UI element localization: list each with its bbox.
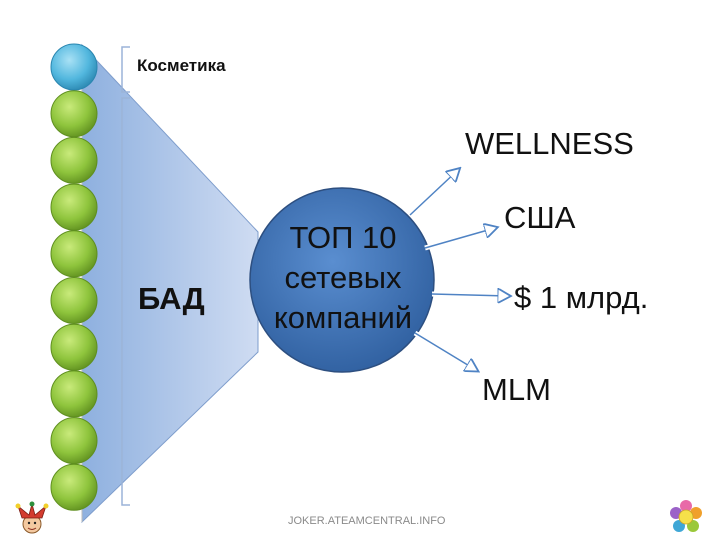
jester-icon bbox=[15, 501, 49, 534]
ball-green bbox=[50, 136, 98, 184]
output-label-usa: США bbox=[504, 200, 576, 235]
center-circle-text: ТОП 10 сетевых компаний bbox=[248, 218, 438, 338]
bracket-bad bbox=[121, 97, 130, 506]
label-bad: БАД bbox=[138, 281, 205, 316]
label-cosmetics: Косметика bbox=[137, 56, 226, 75]
ball-green bbox=[50, 230, 98, 278]
footer-source: JOKER.ATEAMCENTRAL.INFO bbox=[288, 515, 446, 527]
center-line-3: компаний bbox=[273, 300, 413, 335]
ball-green bbox=[50, 323, 98, 371]
output-label-billion: $ 1 млрд. bbox=[514, 280, 649, 315]
output-label-wellness: WELLNESS bbox=[465, 126, 634, 161]
center-line-1: ТОП 10 bbox=[289, 220, 397, 255]
ball-green bbox=[50, 277, 98, 324]
ball-green bbox=[50, 463, 98, 511]
center-circle bbox=[249, 187, 435, 373]
center-line-2: сетевых bbox=[284, 260, 402, 295]
ball-green bbox=[50, 90, 98, 138]
ball-green bbox=[50, 370, 98, 418]
arrow-usa-outline bbox=[424, 228, 495, 249]
flower-icon bbox=[670, 500, 702, 532]
ball-green bbox=[50, 417, 98, 465]
arrow-billion-outline bbox=[431, 294, 508, 296]
arrow-mlm-outline bbox=[414, 332, 476, 370]
output-label-mlm: MLM bbox=[482, 372, 551, 407]
bracket-cosmetics bbox=[121, 46, 130, 93]
ball-column bbox=[50, 43, 98, 511]
ball-blue bbox=[50, 43, 98, 91]
arrow-wellness-outline bbox=[409, 170, 458, 216]
ball-green bbox=[50, 183, 98, 231]
